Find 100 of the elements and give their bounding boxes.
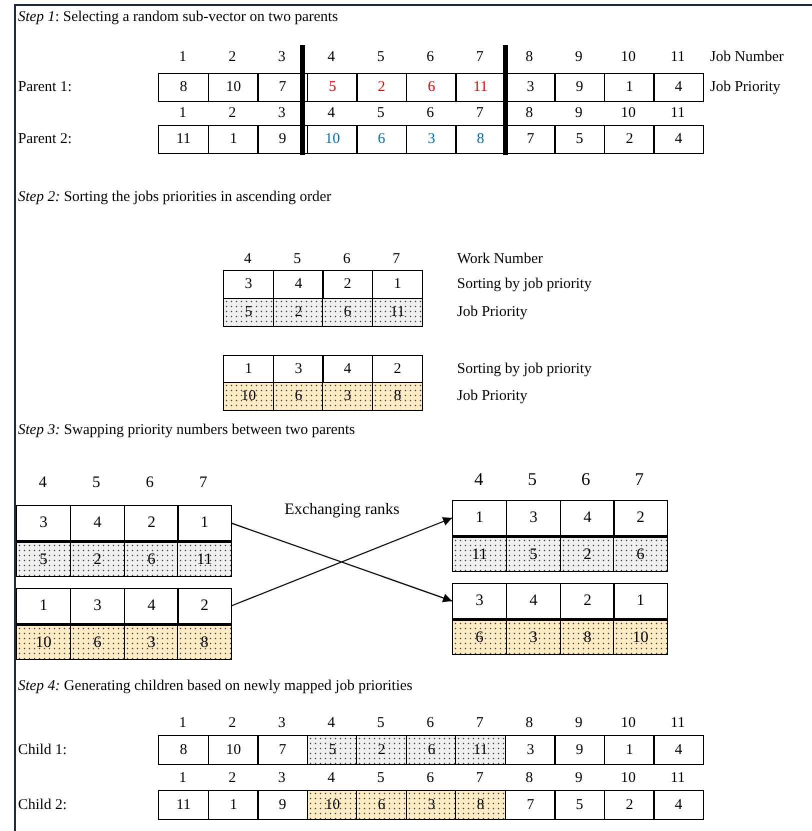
table-cell: 9	[554, 73, 605, 102]
table-cell: 5	[16, 541, 71, 577]
column-number: 6	[342, 250, 352, 268]
table-cell: 10	[208, 735, 259, 765]
table-cell: 10	[613, 619, 668, 655]
table-cell: 5	[506, 536, 561, 572]
table-cell: 10	[208, 73, 259, 102]
table-cell: 6	[273, 382, 324, 411]
column-number: 8	[524, 104, 534, 122]
column-number: 8	[524, 714, 534, 732]
table-cell: 3	[406, 790, 457, 820]
column-number: 10	[620, 48, 637, 66]
table-cell: 2	[560, 583, 615, 619]
column-number: 5	[292, 250, 302, 268]
row-label: Job Number	[710, 48, 784, 66]
row-label: Work Number	[457, 250, 543, 268]
table-cell: 2	[560, 536, 615, 572]
table-cell: 4	[560, 500, 615, 536]
column-number: 5	[376, 48, 386, 66]
column-number: 2	[228, 48, 237, 66]
table-cell: 8	[177, 624, 232, 660]
column-number: 11	[670, 714, 686, 732]
table-cell: 2	[124, 505, 179, 541]
table-cell: 4	[653, 735, 704, 765]
table-cell: 5	[307, 73, 358, 102]
row-label: Job Priority	[457, 303, 528, 322]
column-number: 11	[670, 768, 686, 788]
table-cell: 7	[505, 790, 556, 820]
column-number: 7	[634, 469, 645, 489]
table-cell: 2	[613, 500, 668, 536]
column-number: 7	[475, 714, 484, 732]
table-cell: 10	[307, 125, 358, 154]
table-cell: 3	[406, 125, 457, 154]
priority-table	[452, 500, 667, 572]
table-cell: 4	[124, 588, 179, 624]
column-number: 6	[580, 469, 592, 489]
row-label: Job Priority	[457, 387, 528, 406]
column-number: 11	[670, 104, 686, 122]
column-number: 1	[178, 768, 188, 788]
column-number: 2	[228, 104, 237, 122]
table-cell: 3	[124, 624, 179, 660]
table-cell: 11	[158, 790, 209, 820]
column-number: 9	[574, 48, 584, 66]
row-label: Parent 2:	[18, 130, 72, 149]
table-cell: 2	[70, 541, 125, 577]
row-label: Sorting by job priority	[457, 275, 592, 294]
table-cell: 8	[372, 382, 423, 411]
column-number: 5	[526, 469, 538, 489]
column-number: 4	[38, 473, 48, 493]
column-number: 11	[670, 48, 686, 66]
column-number: 6	[144, 473, 155, 493]
table-cell: 4	[653, 790, 704, 820]
column-number: 5	[376, 714, 386, 732]
column-number: 4	[326, 48, 336, 66]
table-cell: 1	[208, 125, 259, 154]
column-number: 3	[277, 768, 286, 788]
column-number: 4	[326, 714, 336, 732]
column-number: 3	[277, 714, 286, 732]
column-number: 5	[376, 768, 386, 788]
column-number: 1	[178, 714, 188, 732]
table-cell: 6	[124, 541, 179, 577]
column-number: 8	[524, 768, 534, 788]
column-number: 5	[376, 104, 386, 122]
row-label: Job Priority	[710, 78, 780, 97]
table-cell: 5	[307, 735, 358, 765]
table-cell: 10	[307, 790, 358, 820]
table-cell: 2	[604, 790, 655, 820]
table-cell: 6	[356, 125, 407, 154]
column-number: 8	[524, 48, 534, 66]
table-cell: 5	[554, 125, 605, 154]
table-cell: 3	[322, 382, 373, 411]
table-cell: 6	[613, 536, 668, 572]
column-number: 3	[277, 48, 286, 66]
table-cell: 10	[223, 382, 274, 411]
table-cell: 10	[16, 624, 71, 660]
row-label: Child 1:	[18, 740, 67, 760]
table-cell: 1	[208, 790, 259, 820]
table-cell: 3	[505, 735, 556, 765]
column-number: 10	[620, 768, 637, 788]
table-cell: 5	[554, 790, 605, 820]
column-number: 7	[475, 768, 484, 788]
column-number: 4	[326, 104, 336, 122]
column-number: 7	[198, 473, 208, 493]
column-number: 6	[426, 104, 435, 122]
table-cell: 2	[604, 125, 655, 154]
table-cell: 6	[452, 619, 507, 655]
column-number: 10	[620, 714, 637, 732]
column-number: 1	[178, 104, 188, 122]
table-cell: 11	[452, 536, 507, 572]
column-number: 4	[473, 469, 484, 489]
column-number: 1	[178, 48, 188, 66]
column-number: 7	[392, 250, 401, 268]
table-cell: 11	[372, 298, 423, 327]
column-number: 2	[228, 768, 237, 788]
column-number: 9	[574, 104, 584, 122]
priority-table	[16, 588, 231, 660]
table-cell: 8	[158, 735, 209, 765]
column-number: 4	[243, 250, 252, 268]
column-number: 3	[277, 104, 286, 122]
arrow-label: Exchanging ranks	[283, 500, 401, 520]
